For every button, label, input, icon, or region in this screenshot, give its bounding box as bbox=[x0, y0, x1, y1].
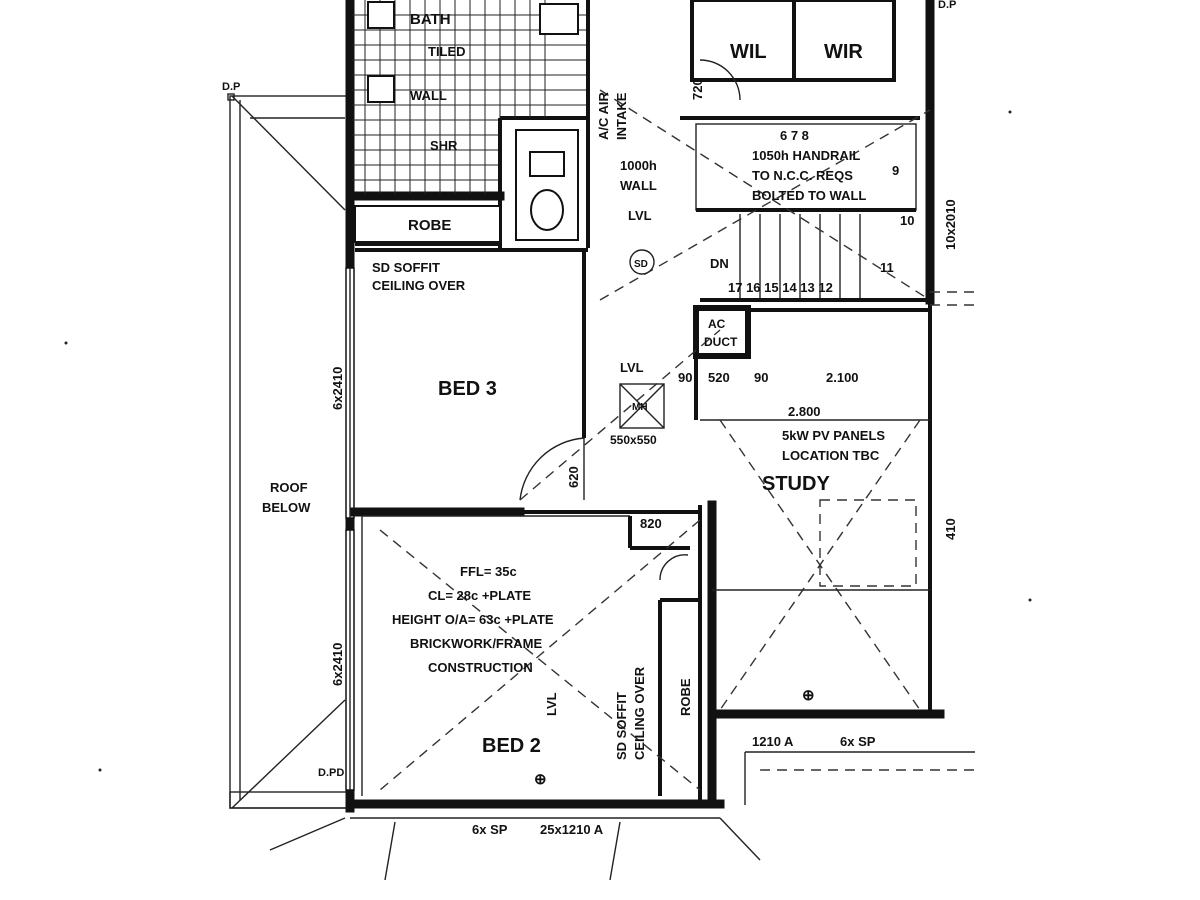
ac-unit-label-1: AC bbox=[708, 317, 726, 331]
roof-label: ROOF bbox=[270, 480, 308, 495]
hall-diagonal bbox=[519, 329, 721, 501]
dim-90-label: 90 bbox=[754, 370, 768, 385]
dim-90-left: 90 bbox=[678, 370, 692, 385]
dp-label-top-left: D.P bbox=[222, 81, 240, 93]
lvl-label-1: LVL bbox=[628, 208, 652, 223]
below-label: BELOW bbox=[262, 500, 311, 515]
shr-label: SHR bbox=[430, 138, 458, 153]
pv-location-label: LOCATION TBC bbox=[782, 448, 880, 463]
robe-top bbox=[354, 205, 501, 246]
wil-label: WIL bbox=[730, 41, 767, 63]
sd-soffit-label-1: SD SOFFIT bbox=[372, 260, 440, 275]
smoke-detector-icon bbox=[629, 249, 655, 275]
right-roof-lines bbox=[744, 751, 975, 805]
robe-top-label: ROBE bbox=[408, 217, 451, 234]
dim-6x2410-label-a: 6x2410 bbox=[330, 367, 345, 410]
pv-panels-label: 5kW PV PANELS bbox=[782, 428, 885, 443]
sd-soffit-label-2: SD SOFFIT bbox=[614, 692, 629, 760]
stair-nums-bottom: 17 16 15 14 13 12 bbox=[728, 280, 833, 295]
stair-nums-top: 6 7 8 bbox=[780, 128, 809, 143]
ac-unit-label-2: DUCT bbox=[704, 335, 738, 349]
bed2-label: BED 2 bbox=[482, 735, 541, 757]
scan-noise bbox=[64, 110, 1032, 772]
dim-410-label: 410 bbox=[943, 518, 958, 540]
stair-note-3: BOLTED TO WALL bbox=[752, 188, 866, 203]
dim-10x2010-label: 10x2010 bbox=[943, 199, 958, 250]
left-windows bbox=[345, 267, 355, 791]
dim-720-label: 720 bbox=[690, 78, 705, 100]
manhole bbox=[619, 383, 665, 429]
ac-intake-label-1: A/C AIR bbox=[596, 91, 611, 140]
dim-6x2410-label-b: 6x2410 bbox=[330, 643, 345, 686]
bed2-room bbox=[361, 505, 702, 800]
dim-6xsp-right-label: 6x SP bbox=[840, 734, 876, 749]
tiled-label: TILED bbox=[428, 44, 466, 59]
power-point-icon-study: ⊕ bbox=[802, 687, 815, 704]
ceiling-over-label-2: CEILING OVER bbox=[632, 666, 647, 760]
dp-label-top-right: D.P bbox=[938, 0, 956, 11]
mh-label: MH bbox=[632, 402, 648, 413]
dim-1210a-label: 1210 A bbox=[752, 734, 794, 749]
dim-2100-label: 2.100 bbox=[826, 370, 859, 385]
wall-label: WALL bbox=[620, 178, 657, 193]
bottom-dimensions bbox=[269, 817, 761, 881]
ffl-label: FFL= 35c bbox=[460, 564, 517, 579]
ac-intake-label-2: INTAKE bbox=[614, 92, 629, 140]
lvl-label-2: LVL bbox=[620, 360, 644, 375]
ceiling-over-label-1: CEILING OVER bbox=[372, 278, 466, 293]
dim-520-label: 520 bbox=[708, 370, 730, 385]
cl-label: CL= 28c +PLATE bbox=[428, 588, 531, 603]
stair-9-label: 9 bbox=[892, 163, 899, 178]
height-label: HEIGHT O/A= 63c +PLATE bbox=[392, 612, 554, 627]
roof-below-outline bbox=[227, 93, 349, 809]
dim-550-label: 550x550 bbox=[610, 433, 657, 447]
sd-label: SD bbox=[634, 259, 648, 270]
dim-620-label: 620 bbox=[566, 466, 581, 488]
power-point-icon: ⊕ bbox=[534, 771, 547, 788]
dn-label: DN bbox=[710, 256, 729, 271]
robe-2-label: ROBE bbox=[678, 678, 693, 716]
ac-duct bbox=[693, 305, 930, 420]
study-room bbox=[700, 419, 930, 711]
bed3-label: BED 3 bbox=[438, 378, 497, 400]
stair-11-label: 11 bbox=[880, 260, 894, 275]
lvl-label-3: LVL bbox=[544, 692, 559, 716]
dp-label-bottom: D.PD bbox=[318, 767, 344, 779]
stair-note-1: 1050h HANDRAIL bbox=[752, 148, 860, 163]
stair-area bbox=[599, 0, 980, 306]
bottom-25x1210-label: 25x1210 A bbox=[540, 822, 604, 837]
study-label: STUDY bbox=[762, 473, 830, 495]
wall-tiled-label: WALL bbox=[410, 88, 447, 103]
brickwork-label: BRICKWORK/FRAME bbox=[410, 636, 542, 651]
bed3-room bbox=[350, 248, 700, 517]
wall-height-label: 1000h bbox=[620, 158, 657, 173]
bathroom bbox=[345, 0, 590, 248]
stair-note-2: TO N.C.C. REQS bbox=[752, 168, 853, 183]
dim-2800-label: 2.800 bbox=[788, 404, 821, 419]
stair-10-label: 10 bbox=[900, 213, 914, 228]
bottom-6xsp-label: 6x SP bbox=[472, 822, 508, 837]
bath-label: BATH bbox=[410, 11, 451, 28]
dim-820-label: 820 bbox=[640, 516, 662, 531]
construction-label: CONSTRUCTION bbox=[428, 660, 533, 675]
wir-label: WIR bbox=[824, 41, 863, 63]
